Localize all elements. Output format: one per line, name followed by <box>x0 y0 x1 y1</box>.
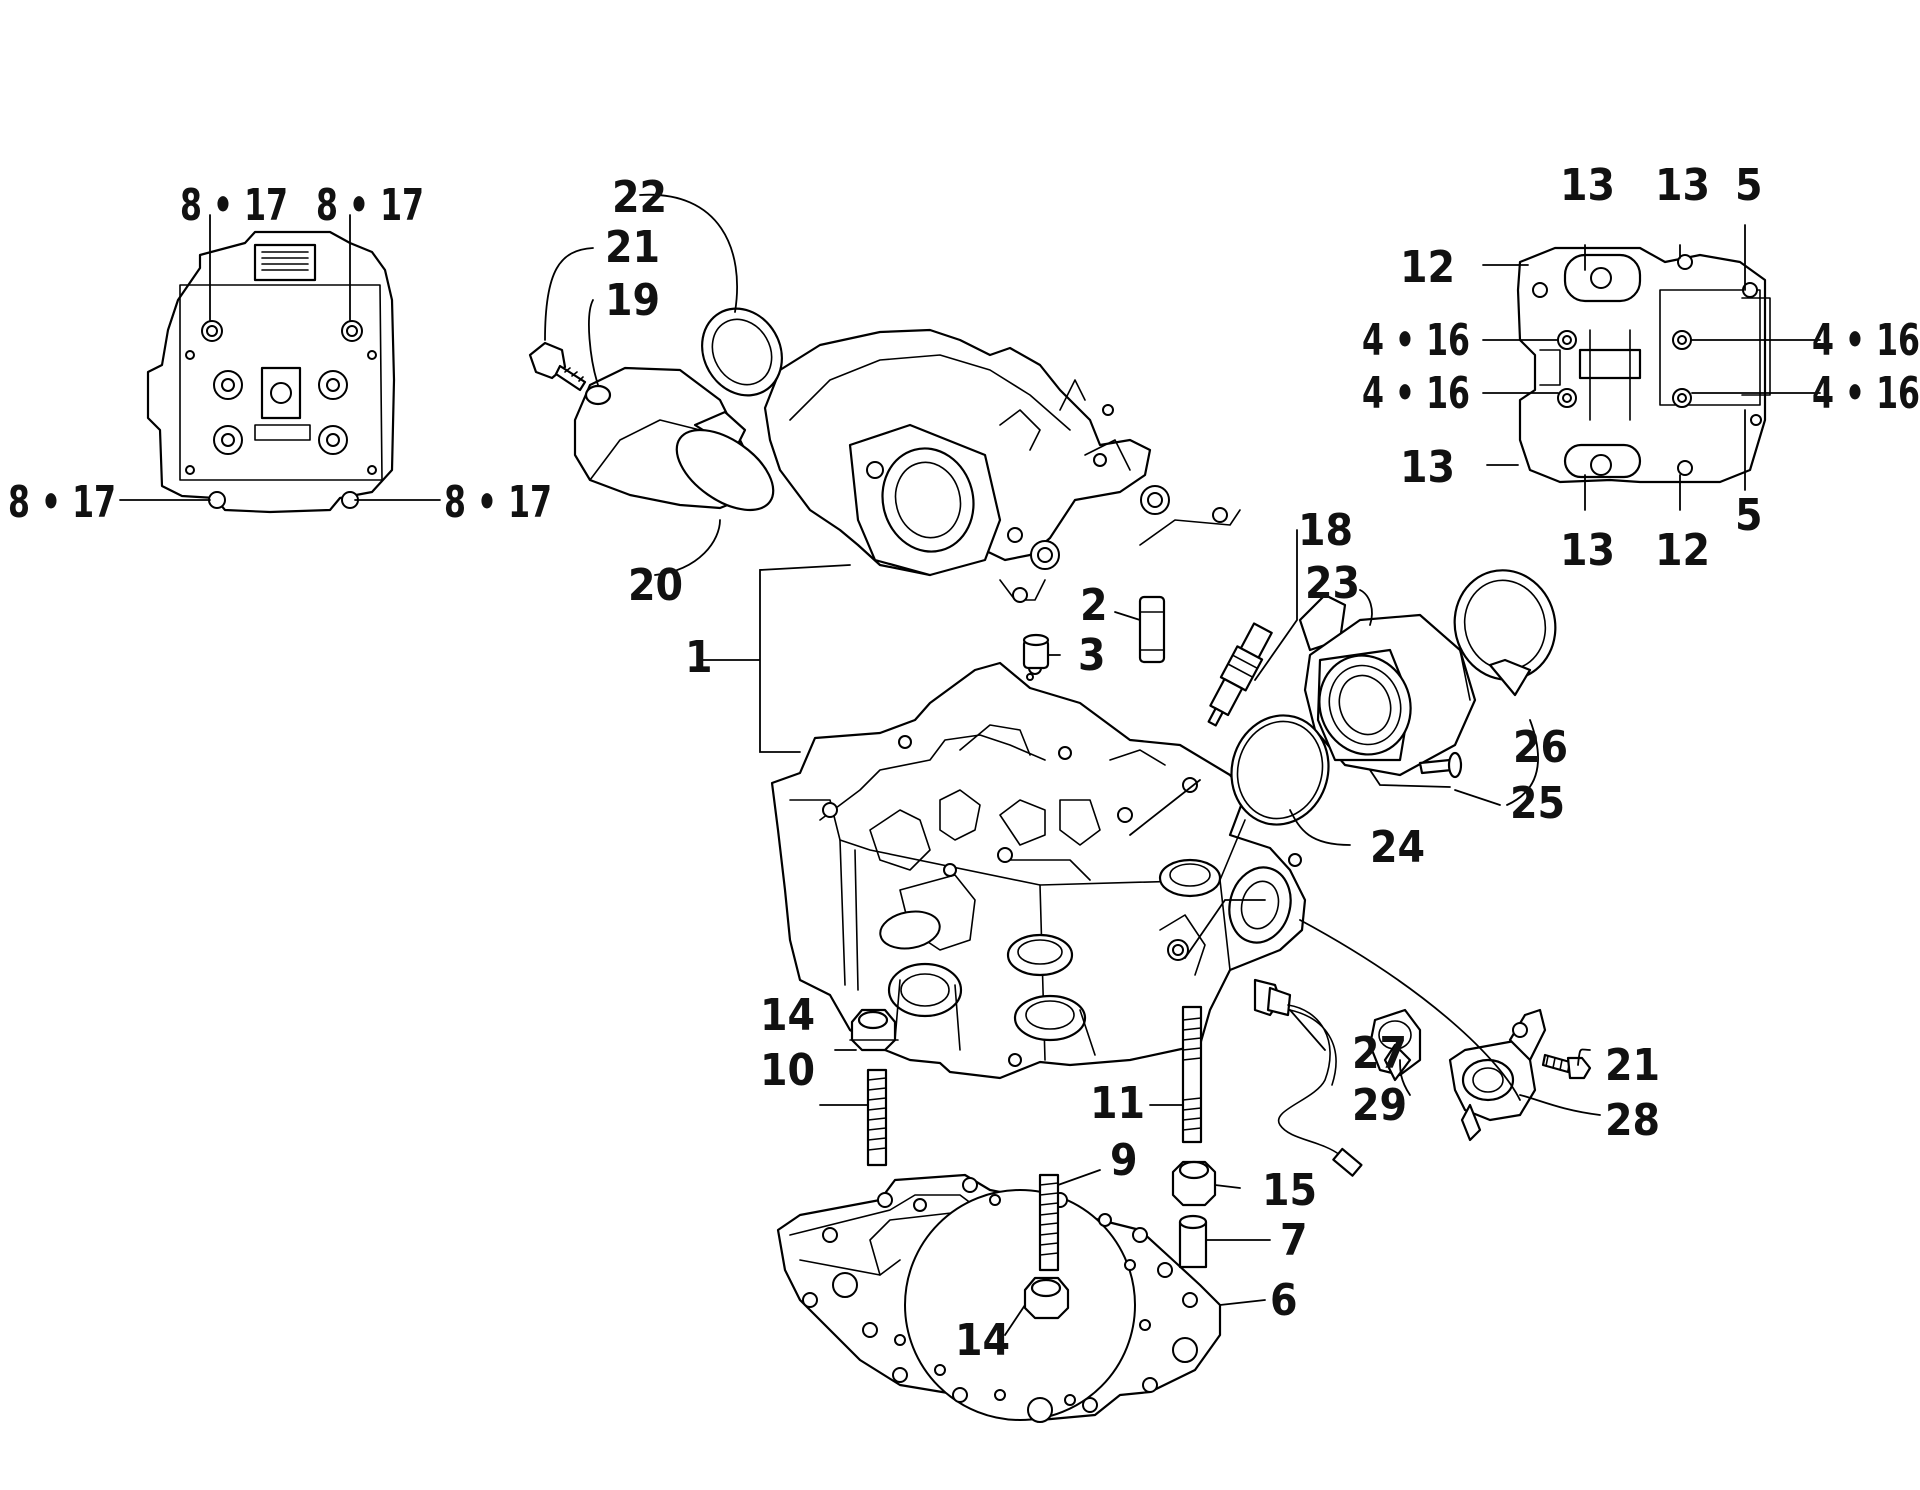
thermostat-housing-28 <box>1448 1008 1547 1142</box>
screw-25 <box>1418 751 1463 779</box>
callout-4-16-lower-left: 4 • 16 <box>1362 368 1470 419</box>
callout-7: 7 <box>1280 1215 1308 1266</box>
callout-3: 3 <box>1078 630 1106 681</box>
callout-12-upper: 12 <box>1400 242 1455 293</box>
callout-4-16-upper-left: 4 • 16 <box>1362 315 1470 366</box>
callout-5-lower: 5 <box>1735 490 1763 541</box>
callout-29: 29 <box>1352 1080 1407 1131</box>
callout-15: 15 <box>1262 1165 1317 1216</box>
callout-4-16-lower-right: 4 • 16 <box>1812 368 1920 419</box>
callout-22: 22 <box>612 172 667 223</box>
head-bolt-inset <box>146 230 396 514</box>
dowel-7 <box>1178 1214 1208 1269</box>
boot-clamp-26 <box>1453 569 1557 697</box>
stud-11 <box>1181 1005 1203 1144</box>
callout-8-17-top-right: 8 • 17 <box>316 180 424 231</box>
callout-6: 6 <box>1270 1275 1298 1326</box>
intake-boot-23 <box>1298 593 1477 777</box>
callout-20: 20 <box>628 560 683 611</box>
callout-12-lower: 12 <box>1655 525 1710 576</box>
callout-5-upper: 5 <box>1735 160 1763 211</box>
o-ring-20 <box>675 428 775 512</box>
flange-nut-15 <box>1171 1160 1217 1207</box>
bolt-21-lower <box>1541 1053 1592 1080</box>
callout-8-17-top-left: 8 • 17 <box>180 180 288 231</box>
callout-13-top-right: 13 <box>1655 160 1710 211</box>
o-ring-24 <box>1230 714 1330 826</box>
bolt-21-upper <box>528 341 587 392</box>
callout-19: 19 <box>605 275 660 326</box>
callout-25: 25 <box>1510 778 1565 829</box>
thermostat-29 <box>1368 1008 1422 1082</box>
leader-lines <box>119 193 1821 1336</box>
flange-nut-14-lower <box>1023 1276 1070 1320</box>
callout-labels: 1 2 3 4 • 16 4 • 16 4 • 16 4 • 16 5 5 6 … <box>8 160 1920 1366</box>
callout-10: 10 <box>760 1045 815 1096</box>
callout-11: 11 <box>1090 1078 1145 1129</box>
spark-plug-18 <box>1207 622 1273 727</box>
valve-cover <box>763 328 1241 603</box>
callout-28: 28 <box>1605 1095 1660 1146</box>
valve-seal-3 <box>1022 633 1050 670</box>
callout-9: 9 <box>1110 1135 1138 1186</box>
callout-24: 24 <box>1370 822 1425 873</box>
head-gasket <box>776 1173 1222 1423</box>
callout-13-top-left: 13 <box>1560 160 1615 211</box>
callout-18: 18 <box>1298 505 1353 556</box>
callout-1: 1 <box>685 632 713 683</box>
callout-14-lower: 14 <box>955 1315 1010 1366</box>
temp-sensor-27 <box>1253 978 1363 1177</box>
callout-27: 27 <box>1352 1028 1407 1079</box>
callout-13-bottom: 13 <box>1560 525 1615 576</box>
cam-cap-inset <box>1516 246 1771 484</box>
callout-13-mid-left: 13 <box>1400 442 1455 493</box>
stud-9 <box>1038 1173 1060 1272</box>
callout-23: 23 <box>1305 558 1360 609</box>
callout-2: 2 <box>1080 580 1108 631</box>
callout-4-16-upper-right: 4 • 16 <box>1812 315 1920 366</box>
callout-8-17-bottom-right: 8 • 17 <box>444 477 552 528</box>
callout-8-17-bottom-left: 8 • 17 <box>8 477 116 528</box>
valve-guide-2 <box>1138 595 1166 664</box>
callout-14-upper: 14 <box>760 990 815 1041</box>
callout-26: 26 <box>1513 722 1568 773</box>
o-ring-22 <box>701 307 783 397</box>
stud-10 <box>866 1068 888 1167</box>
callout-21-lower: 21 <box>1605 1040 1660 1091</box>
cylinder-head <box>770 661 1307 1080</box>
flange-nut-14-upper <box>849 1008 899 1052</box>
callout-21-upper: 21 <box>605 222 660 273</box>
